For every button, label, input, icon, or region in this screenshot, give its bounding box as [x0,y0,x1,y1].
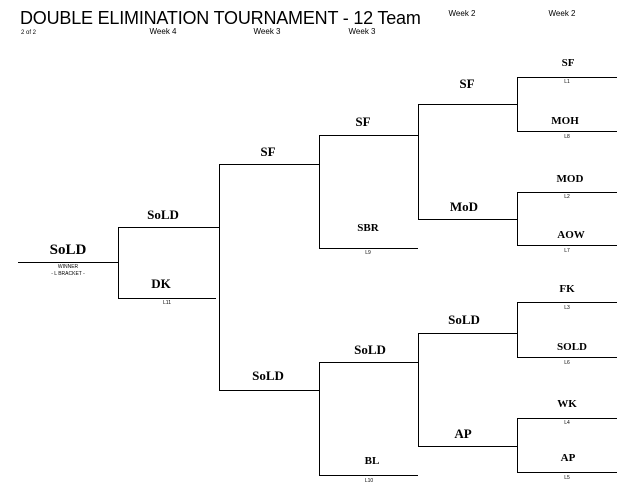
week-header: Week 4 [149,27,177,36]
seed-code: L11 [163,300,171,306]
bracket-line [319,362,418,363]
bracket-line [319,475,418,476]
page-number: 2 of 2 [21,30,37,36]
team-name: SoLD [354,342,386,357]
team-name: SF [561,57,575,69]
bracket-line [418,333,419,447]
bracket-line [418,446,517,447]
team-name: WK [557,398,577,410]
bracket-line [517,302,617,303]
bracket-line [517,302,518,358]
bracket-line [517,418,518,473]
seed-code: L1 [564,79,570,85]
team-name: SoLD [448,312,480,327]
bracket-line [118,227,119,299]
seed-code: L6 [564,360,570,366]
seed-code: L3 [564,305,570,311]
bracket-line [517,192,518,246]
week-header: Week 3 [348,27,376,36]
champion-name: SoLD [49,242,87,258]
bracket-line [118,298,216,299]
bracket-line [219,390,319,391]
seed-code: L10 [364,478,374,484]
bracket-line [418,219,517,220]
bracket-line [517,245,617,246]
team-name: SOLD [557,341,587,353]
team-name: AOW [557,229,585,241]
team-name: MoD [449,199,479,214]
seed-code: L2 [564,194,570,200]
team-name: SF [459,76,475,91]
team-name: AP [560,452,576,464]
team-name: MOH [551,115,579,127]
seed-code: L7 [564,248,570,254]
team-name: BL [364,455,380,467]
bracket-line [319,248,418,249]
bracket-line [418,104,517,105]
bracket-line [517,77,617,78]
bracket-line [18,262,118,263]
bracket-label: - L BRACKET - [51,271,85,277]
team-name: SoLD [147,207,179,222]
week-header: Week 3 [253,27,281,36]
winner-label: WINNER [57,264,79,270]
bracket-line [517,472,617,473]
team-name: MOD [556,173,584,185]
week-header: Week 2 [548,9,576,18]
bracket-line [418,104,419,220]
bracket-line [517,77,518,132]
bracket-line [319,135,418,136]
team-name: SoLD [252,368,284,383]
team-name: SBR [357,222,379,234]
week-header: Week 2 [448,9,476,18]
page-title: DOUBLE ELIMINATION TOURNAMENT - 12 Team [20,8,421,28]
seed-code: L4 [564,420,570,426]
bracket-line [517,131,617,132]
team-name: SF [260,144,276,159]
bracket-line [418,333,517,334]
team-name: FK [559,283,575,295]
seed-code: L8 [564,134,570,140]
bracket-line [517,192,617,193]
bracket-line [118,227,219,228]
team-name: SF [355,114,371,129]
seed-code: L5 [564,475,570,481]
seed-code: L9 [365,250,371,256]
bracket-line [319,135,320,249]
bracket-line [219,164,319,165]
team-name: AP [454,426,472,441]
bracket-line [517,418,617,419]
bracket-line [219,164,220,391]
team-name: DK [151,276,171,291]
bracket-line [319,362,320,476]
bracket-line [517,357,617,358]
